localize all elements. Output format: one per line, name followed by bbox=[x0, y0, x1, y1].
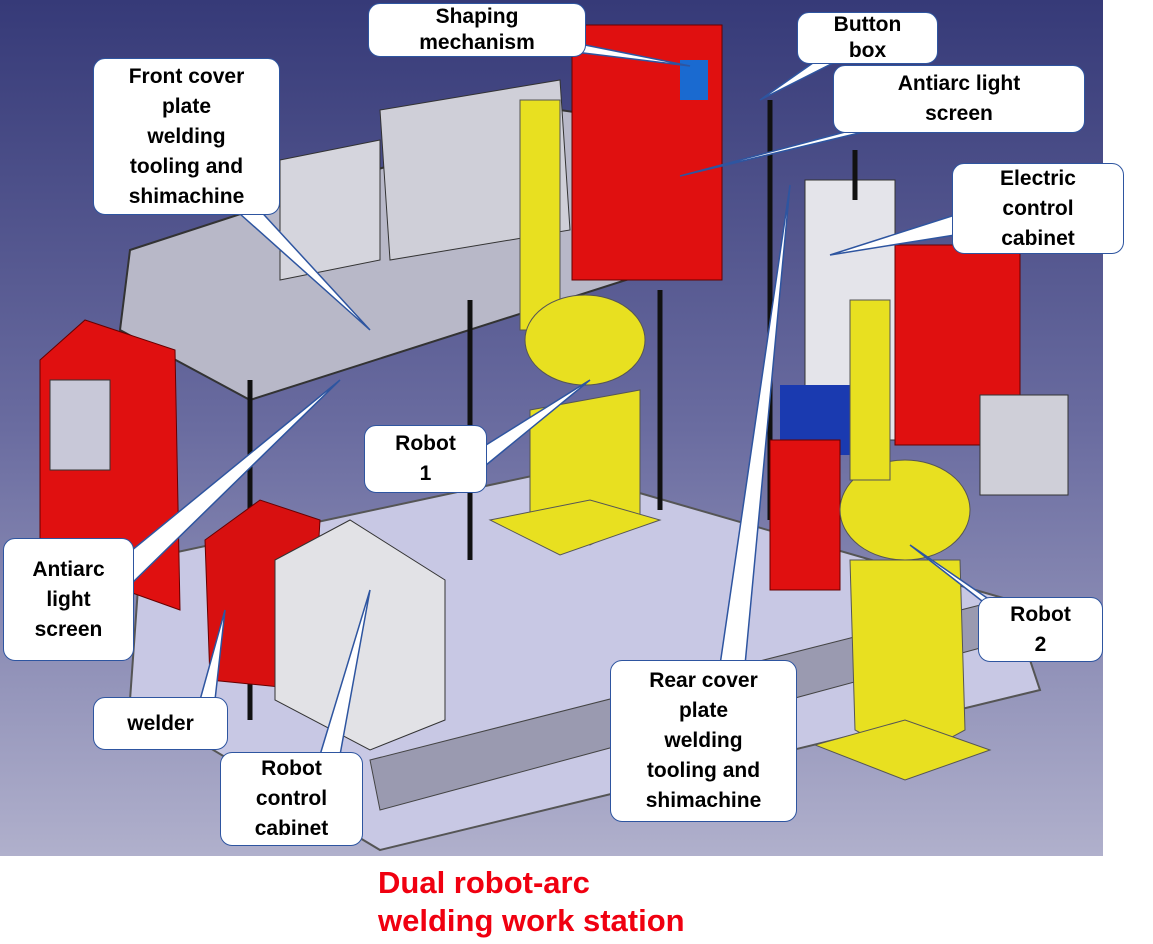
callout-robot-1: Robot 1 bbox=[364, 425, 487, 493]
callout-antiarc-light-screen-top: Antiarc light screen bbox=[833, 65, 1085, 133]
callout-front-cover-tooling: Front cover plate welding tooling and sh… bbox=[93, 58, 280, 215]
callout-rear-cover-tooling: Rear cover plate welding tooling and shi… bbox=[610, 660, 797, 822]
robot2-shape bbox=[813, 299, 992, 781]
figure-caption: Dual robot-arc welding work station bbox=[378, 865, 685, 938]
robot1-shape bbox=[488, 99, 662, 556]
callout-robot-2: Robot 2 bbox=[978, 597, 1103, 662]
callout-welder: welder bbox=[93, 697, 228, 750]
callout-button-box: Button box bbox=[797, 12, 938, 64]
callout-robot-control-cabinet: Robot control cabinet bbox=[220, 752, 363, 846]
callout-shaping-mechanism: Shaping mechanism bbox=[368, 3, 586, 57]
callout-electric-control-cabinet: Electric control cabinet bbox=[952, 163, 1124, 254]
callout-antiarc-light-screen-left: Antiarc light screen bbox=[3, 538, 134, 661]
